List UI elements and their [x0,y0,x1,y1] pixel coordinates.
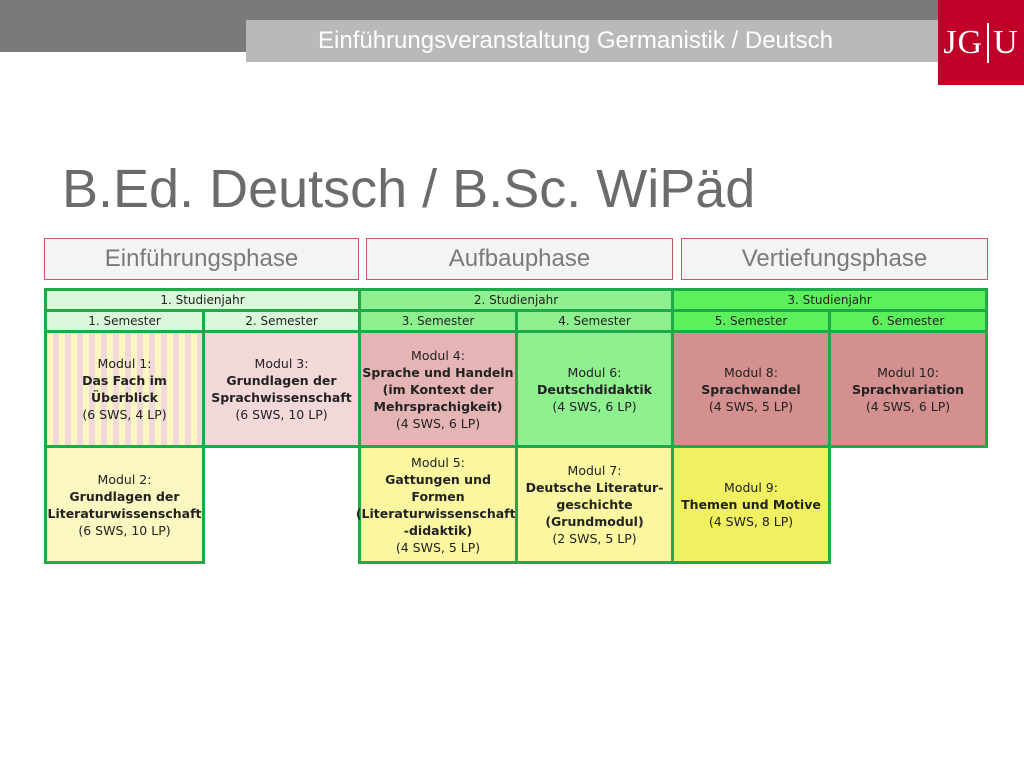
module-2-label: Modul 2: [97,471,152,487]
module-9-label: Modul 9: [724,480,778,495]
phase-aufbau: Aufbauphase [366,238,673,280]
module-8-name: Sprachwandel [701,381,801,397]
module-9-name: Themen und Motive [681,497,821,512]
semester-1-label: 1. Semester [88,313,161,328]
module-8-label: Modul 8: [724,364,778,380]
module-2-name-line2: Literaturwissenschaft [47,505,202,521]
module-8: Modul 8: Sprachwandel (4 SWS, 5 LP) [671,330,831,448]
module-3-name-line1: Grundlagen der [226,373,337,388]
module-7-credits: (2 SWS, 5 LP) [552,531,637,546]
module-4-name-line1: Sprache und Handeln [362,364,514,380]
module-10-name: Sprachvariation [851,381,965,397]
year-1-label: 1. Studienjahr [160,292,245,307]
module-2-name-line1: Grundlagen der [69,488,180,504]
module-5-label: Modul 5: [411,454,465,470]
semester-3-label: 3. Semester [401,313,475,328]
module-9: Modul 9: Themen und Motive (4 SWS, 8 LP) [671,445,831,564]
module-7-name-line2: geschichte [556,497,633,512]
module-9-credits: (4 SWS, 8 LP) [708,514,794,529]
module-8-credits: (4 SWS, 5 LP) [708,398,794,414]
module-5-credits: (4 SWS, 5 LP) [395,539,481,555]
module-6: Modul 6: Deutschdidaktik (4 SWS, 6 LP) [515,330,674,448]
module-5-name-line1: Gattungen und Formen [385,471,491,504]
module-10-label: Modul 10: [877,364,939,380]
logo-text-left: JG [943,23,984,61]
module-7-label: Modul 7: [567,463,622,478]
year-1-header: 1. Studienjahr [44,288,361,312]
module-4-name-line3: Mehrsprachigkeit) [373,398,503,414]
header-title: Einführungsveranstaltung Germanistik / D… [246,20,940,62]
module-1-label: Modul 1: [97,356,152,371]
module-3-name-line2: Sprachwissenschaft [211,390,352,405]
year-2-label: 2. Studienjahr [473,292,559,307]
phase-vertiefung: Vertiefungsphase [681,238,988,280]
module-2: Modul 2: Grundlagen der Literaturwissens… [44,445,205,564]
module-6-name: Deutschdidaktik [537,381,652,397]
module-5-name-line2: (Literaturwissenschaft/ [355,505,521,521]
module-7-name-line3: (Grundmodul) [545,514,644,529]
module-7: Modul 7: Deutsche Literatur- geschichte … [515,445,674,564]
module-3-credits: (6 SWS, 10 LP) [235,407,328,422]
module-4: Modul 4: Sprache und Handeln (im Kontext… [358,330,518,448]
semester-5-header: 5. Semester [671,309,831,333]
module-10: Modul 10: Sprachvariation (4 SWS, 6 LP) [828,330,988,448]
logo-divider [987,22,990,63]
semester-6-label: 6. Semester [871,313,945,328]
module-4-name-line2: (im Kontext der [382,381,494,397]
phase-einfuehrung: Einführungsphase [44,238,359,280]
module-2-credits: (6 SWS, 10 LP) [78,522,171,538]
year-3-label: 3. Studienjahr [787,292,872,307]
semester-2-label: 2. Semester [245,313,318,328]
module-4-credits: (4 SWS, 6 LP) [395,415,481,431]
module-3-label: Modul 3: [254,356,309,371]
module-5-name-line3: -didaktik) [403,522,473,538]
module-1: Modul 1: Das Fach im Überblick (6 SWS, 4… [44,330,205,448]
semester-4-label: 4. Semester [558,313,631,328]
module-10-credits: (4 SWS, 6 LP) [865,398,951,414]
study-plan-table: 1. Studienjahr 2. Studienjahr 3. Studien… [44,288,988,564]
module-1-name: Das Fach im Überblick [82,373,167,405]
module-6-label: Modul 6: [567,364,622,380]
module-1-credits: (6 SWS, 4 LP) [82,407,167,422]
module-4-label: Modul 4: [411,347,465,363]
jgu-logo: JG U [938,0,1024,85]
module-7-name-line1: Deutsche Literatur- [525,480,664,495]
slide-title: B.Ed. Deutsch / B.Sc. WiPäd [62,159,756,219]
module-5: Modul 5: Gattungen und Formen (Literatur… [355,445,521,564]
module-6-credits: (4 SWS, 6 LP) [552,398,637,414]
logo-text-right: U [993,23,1019,61]
semester-5-label: 5. Semester [714,313,788,328]
module-3: Modul 3: Grundlagen der Sprachwissenscha… [202,330,361,448]
